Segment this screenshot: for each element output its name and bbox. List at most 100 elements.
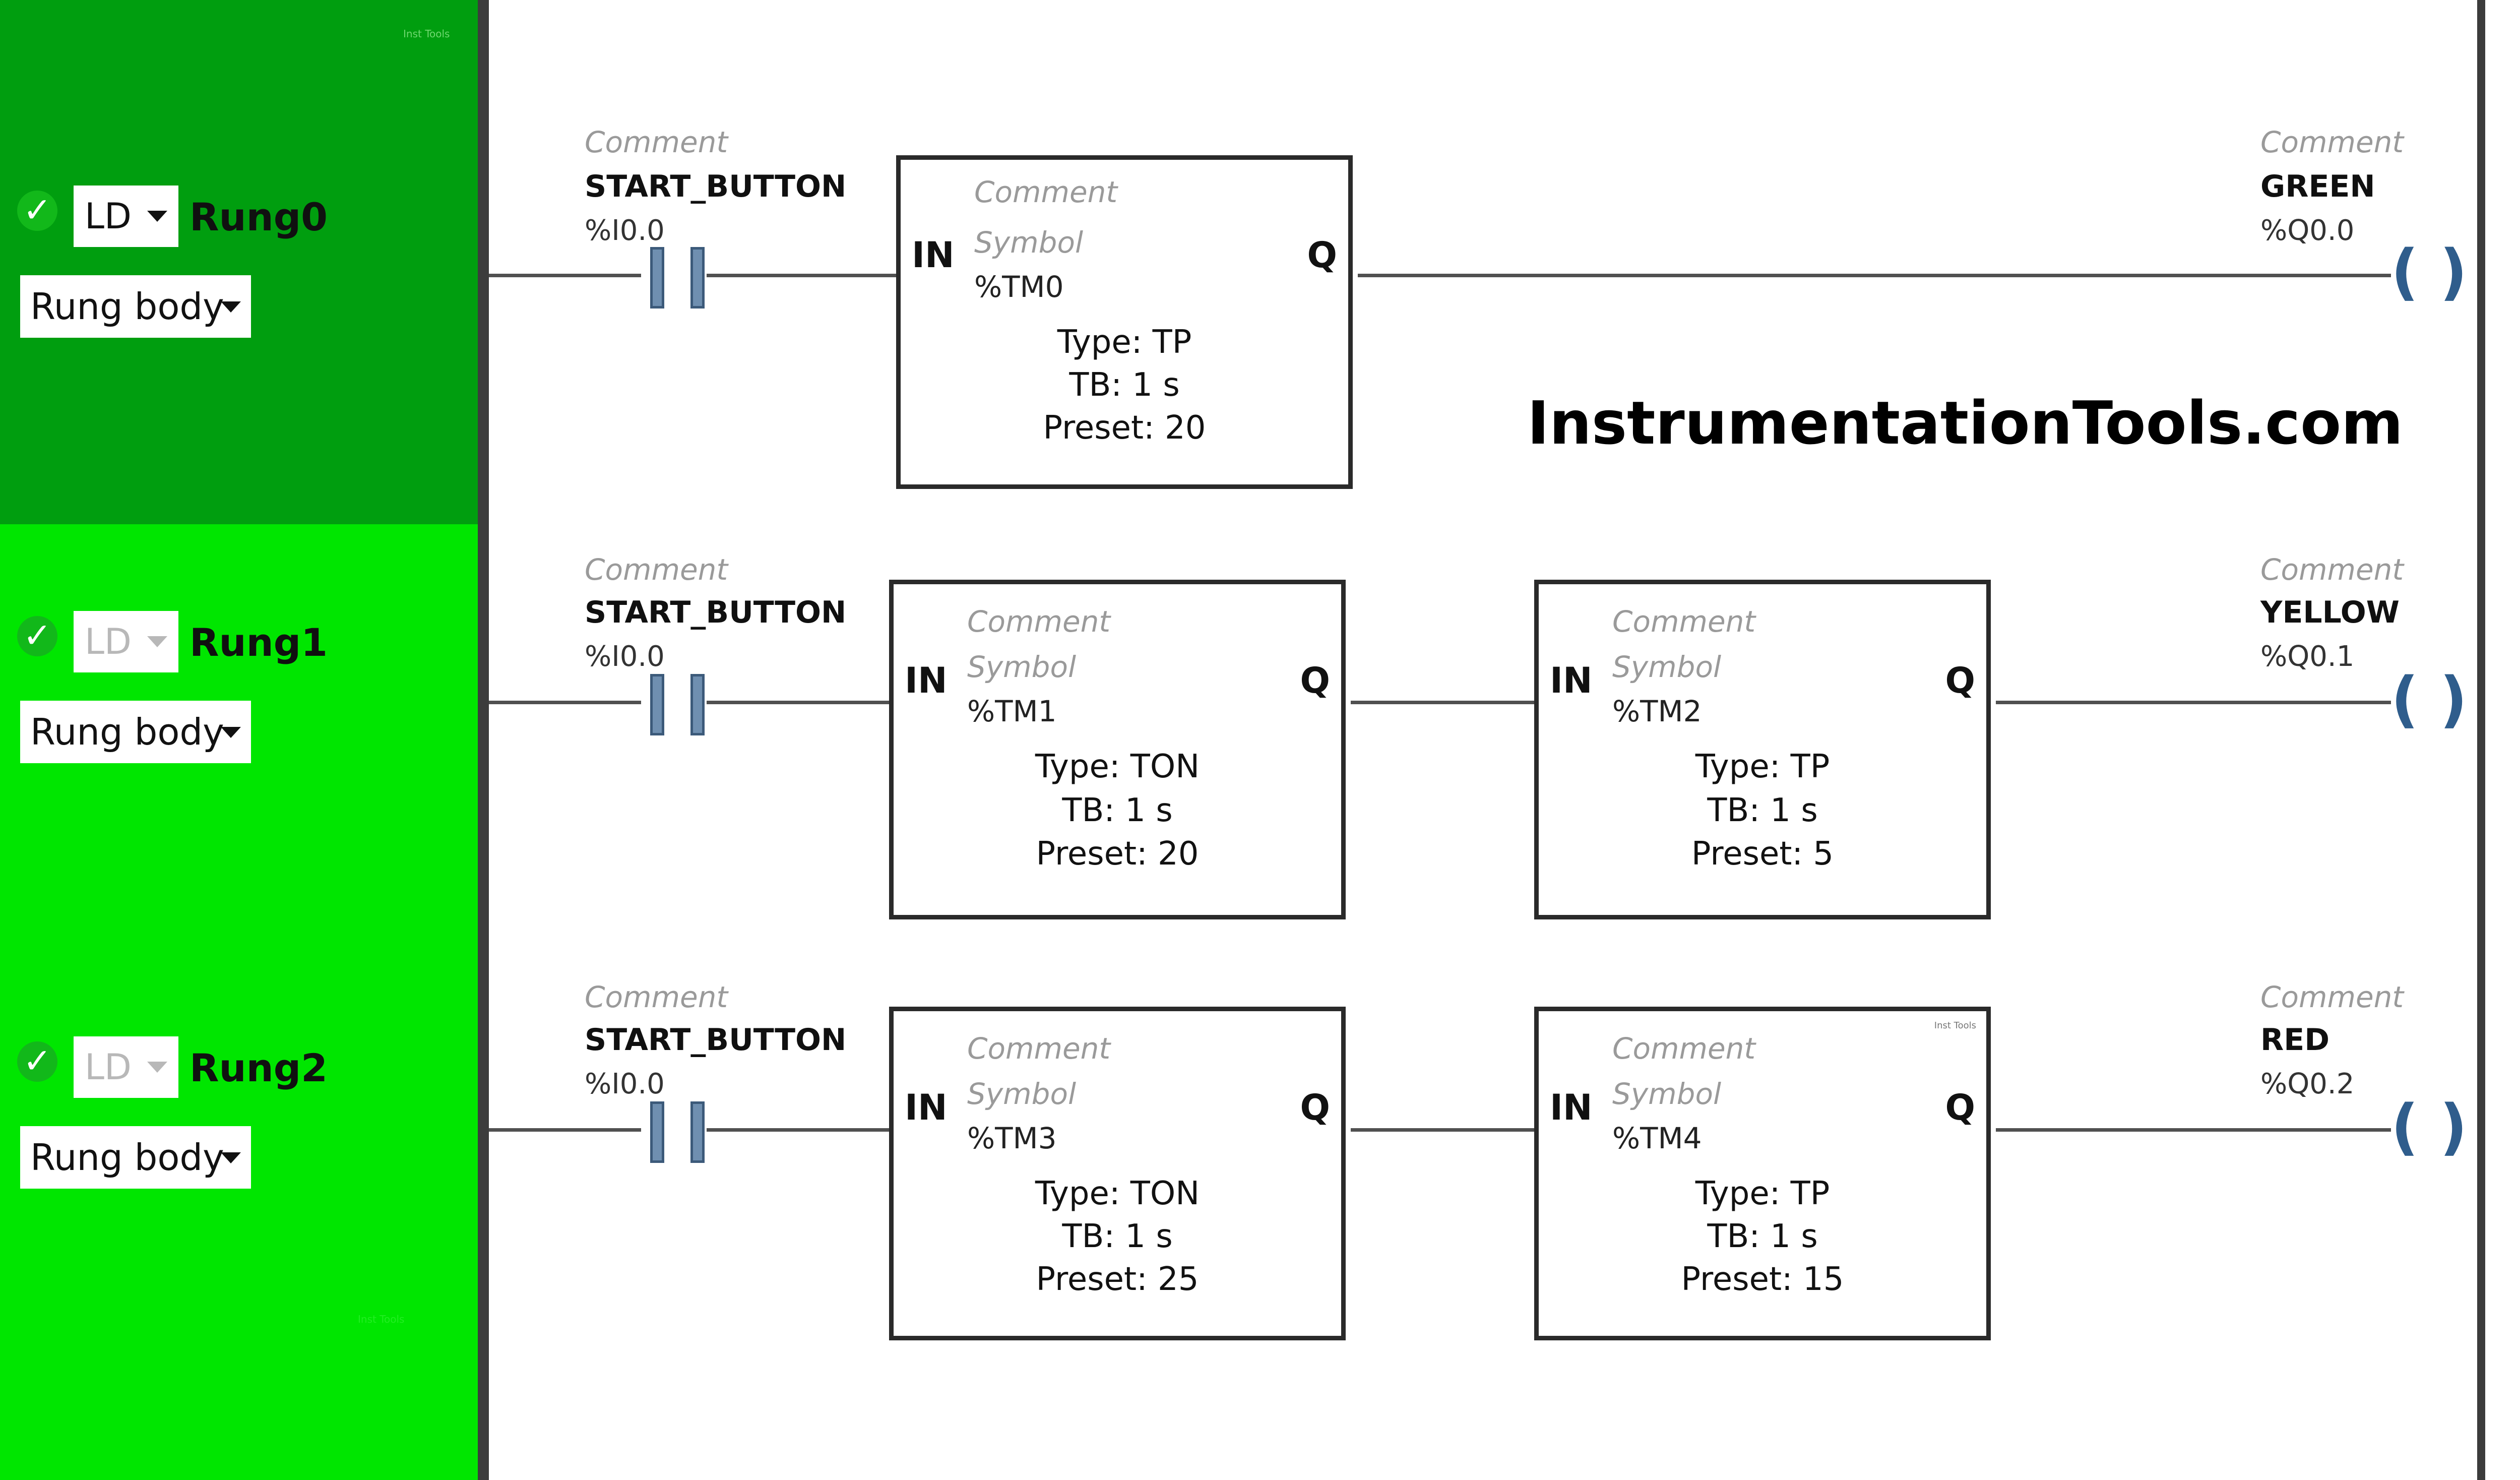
rung0-wire — [489, 274, 641, 277]
rung0-wire — [1358, 274, 2391, 277]
rung1-contact-address[interactable]: %I0.0 — [585, 640, 665, 673]
rung0-contact-left-bar[interactable] — [650, 247, 664, 309]
rung0-language-value: LD — [85, 196, 132, 237]
rung1-contact-right-bar[interactable] — [690, 674, 705, 735]
rung1-timer-block-tm2[interactable]: Comment IN Symbol Q %TM2 Type: TP TB: 1 … — [1534, 580, 1991, 919]
rung1-contact-left-bar[interactable] — [650, 674, 664, 735]
timer-address: %TM1 — [967, 694, 1057, 728]
rung2-valid-check-icon: ✓ — [17, 1041, 57, 1082]
timer-q-pin: Q — [1945, 1087, 1975, 1128]
rung2-timer-block-tm4[interactable]: Inst Tools Comment IN Symbol Q %TM4 Type… — [1534, 1007, 1991, 1340]
rung0-coil-icon[interactable]: ( ) — [2391, 237, 2468, 307]
timer-address: %TM3 — [967, 1121, 1057, 1155]
rung2-wire — [489, 1128, 641, 1132]
timer-timebase: TB: 1 s — [1062, 1218, 1173, 1255]
rung2-wire — [1996, 1128, 2391, 1132]
rung1-wire — [1996, 701, 2391, 704]
timer-type: Type: TON — [1035, 1175, 1200, 1212]
rung2-coil-symbol[interactable]: RED — [2260, 1022, 2329, 1058]
rung1-language-dropdown[interactable]: LD — [74, 611, 178, 672]
chevron-down-icon — [221, 727, 241, 738]
inst-tools-mark: Inst Tools — [1934, 1020, 1976, 1031]
rung2-coil-address[interactable]: %Q0.2 — [2260, 1068, 2355, 1100]
inst-tools-mark: Inst Tools — [403, 28, 450, 40]
rung0-contact-address[interactable]: %I0.0 — [585, 214, 665, 247]
timer-preset: Preset: 20 — [1036, 835, 1199, 873]
rung0-contact-symbol[interactable]: START_BUTTON — [585, 169, 847, 204]
timer-comment[interactable]: Comment — [1612, 604, 1756, 639]
timer-timebase: TB: 1 s — [1707, 1218, 1818, 1255]
timer-type: Type: TP — [1695, 1175, 1830, 1212]
chevron-down-icon — [147, 211, 167, 222]
rung1-timer-block-tm1[interactable]: Comment IN Symbol Q %TM1 Type: TON TB: 1… — [889, 580, 1346, 919]
timer-q-pin: Q — [1307, 234, 1337, 276]
rung2-contact-address[interactable]: %I0.0 — [585, 1068, 665, 1100]
timer-in-pin: IN — [905, 660, 948, 701]
rung0-valid-check-icon: ✓ — [17, 191, 57, 231]
inst-tools-mark: Inst Tools — [358, 1313, 405, 1325]
rung2-coil-icon[interactable]: ( ) — [2391, 1092, 2468, 1162]
rung1-wire — [1351, 701, 1534, 704]
rung1-coil-icon[interactable]: ( ) — [2391, 665, 2468, 735]
rung2-contact-left-bar[interactable] — [650, 1101, 664, 1163]
rung2-wire — [1351, 1128, 1534, 1132]
watermark: InstrumentationTools.com — [1527, 388, 2404, 458]
timer-preset: Preset: 5 — [1691, 835, 1834, 873]
rung0-timer-block-tm0[interactable]: Comment IN Symbol Q %TM0 Type: TP TB: 1 … — [896, 155, 1353, 489]
timer-in-pin: IN — [1550, 1087, 1593, 1128]
timer-address: %TM2 — [1612, 694, 1702, 728]
rung1-2-panel — [0, 524, 478, 1480]
chevron-down-icon — [221, 1152, 241, 1163]
timer-q-pin: Q — [1945, 660, 1975, 701]
rung1-body-dropdown[interactable]: Rung body — [20, 701, 251, 763]
rung2-contact-right-bar[interactable] — [690, 1101, 705, 1163]
rung0-wire — [707, 274, 901, 277]
rung1-coil-address[interactable]: %Q0.1 — [2260, 640, 2355, 673]
rung2-body-value: Rung body — [30, 1136, 224, 1179]
timer-symbol[interactable]: Symbol — [1612, 650, 1722, 684]
rung2-wire — [707, 1128, 895, 1132]
chevron-down-icon — [147, 636, 167, 647]
rung0-coil-symbol[interactable]: GREEN — [2260, 169, 2375, 204]
rung0-body-dropdown[interactable]: Rung body — [20, 275, 251, 338]
rung0-panel — [0, 0, 478, 524]
rung1-contact-symbol[interactable]: START_BUTTON — [585, 595, 847, 630]
rung2-contact-symbol[interactable]: START_BUTTON — [585, 1022, 847, 1058]
rung0-contact-right-bar[interactable] — [690, 247, 705, 309]
timer-comment[interactable]: Comment — [967, 1031, 1111, 1066]
rung1-name: Rung1 — [190, 620, 328, 665]
timer-symbol[interactable]: Symbol — [974, 225, 1084, 260]
rung2-body-dropdown[interactable]: Rung body — [20, 1126, 251, 1189]
rung0-contact-comment[interactable]: Comment — [585, 125, 728, 159]
timer-symbol[interactable]: Symbol — [967, 1077, 1077, 1111]
rung1-contact-comment[interactable]: Comment — [585, 552, 728, 587]
rung1-wire — [707, 701, 895, 704]
rung0-coil-comment[interactable]: Comment — [2260, 125, 2404, 159]
timer-in-pin: IN — [912, 234, 955, 276]
rung1-coil-symbol[interactable]: YELLOW — [2260, 595, 2400, 630]
timer-in-pin: IN — [905, 1087, 948, 1128]
timer-comment[interactable]: Comment — [974, 175, 1118, 209]
rung2-language-dropdown[interactable]: LD — [74, 1036, 178, 1098]
rung2-language-value: LD — [85, 1046, 132, 1088]
rung2-timer-block-tm3[interactable]: Comment IN Symbol Q %TM3 Type: TON TB: 1… — [889, 1007, 1346, 1340]
timer-symbol[interactable]: Symbol — [1612, 1077, 1722, 1111]
rung0-name: Rung0 — [190, 195, 328, 239]
chevron-down-icon — [221, 301, 241, 313]
panel-divider[interactable] — [478, 0, 489, 1480]
rung0-language-dropdown[interactable]: LD — [74, 186, 178, 247]
timer-timebase: TB: 1 s — [1062, 792, 1173, 829]
timer-symbol[interactable]: Symbol — [967, 650, 1077, 684]
timer-preset: Preset: 25 — [1036, 1261, 1199, 1298]
rung1-language-value: LD — [85, 621, 132, 662]
rung2-coil-comment[interactable]: Comment — [2260, 980, 2404, 1014]
rung2-contact-comment[interactable]: Comment — [585, 980, 728, 1014]
timer-q-pin: Q — [1300, 1087, 1330, 1128]
rung0-coil-address[interactable]: %Q0.0 — [2260, 214, 2355, 247]
timer-comment[interactable]: Comment — [1612, 1031, 1756, 1066]
timer-preset: Preset: 20 — [1043, 409, 1206, 447]
rung1-coil-comment[interactable]: Comment — [2260, 552, 2404, 587]
timer-in-pin: IN — [1550, 660, 1593, 701]
timer-type: Type: TON — [1035, 748, 1200, 785]
timer-comment[interactable]: Comment — [967, 604, 1111, 639]
